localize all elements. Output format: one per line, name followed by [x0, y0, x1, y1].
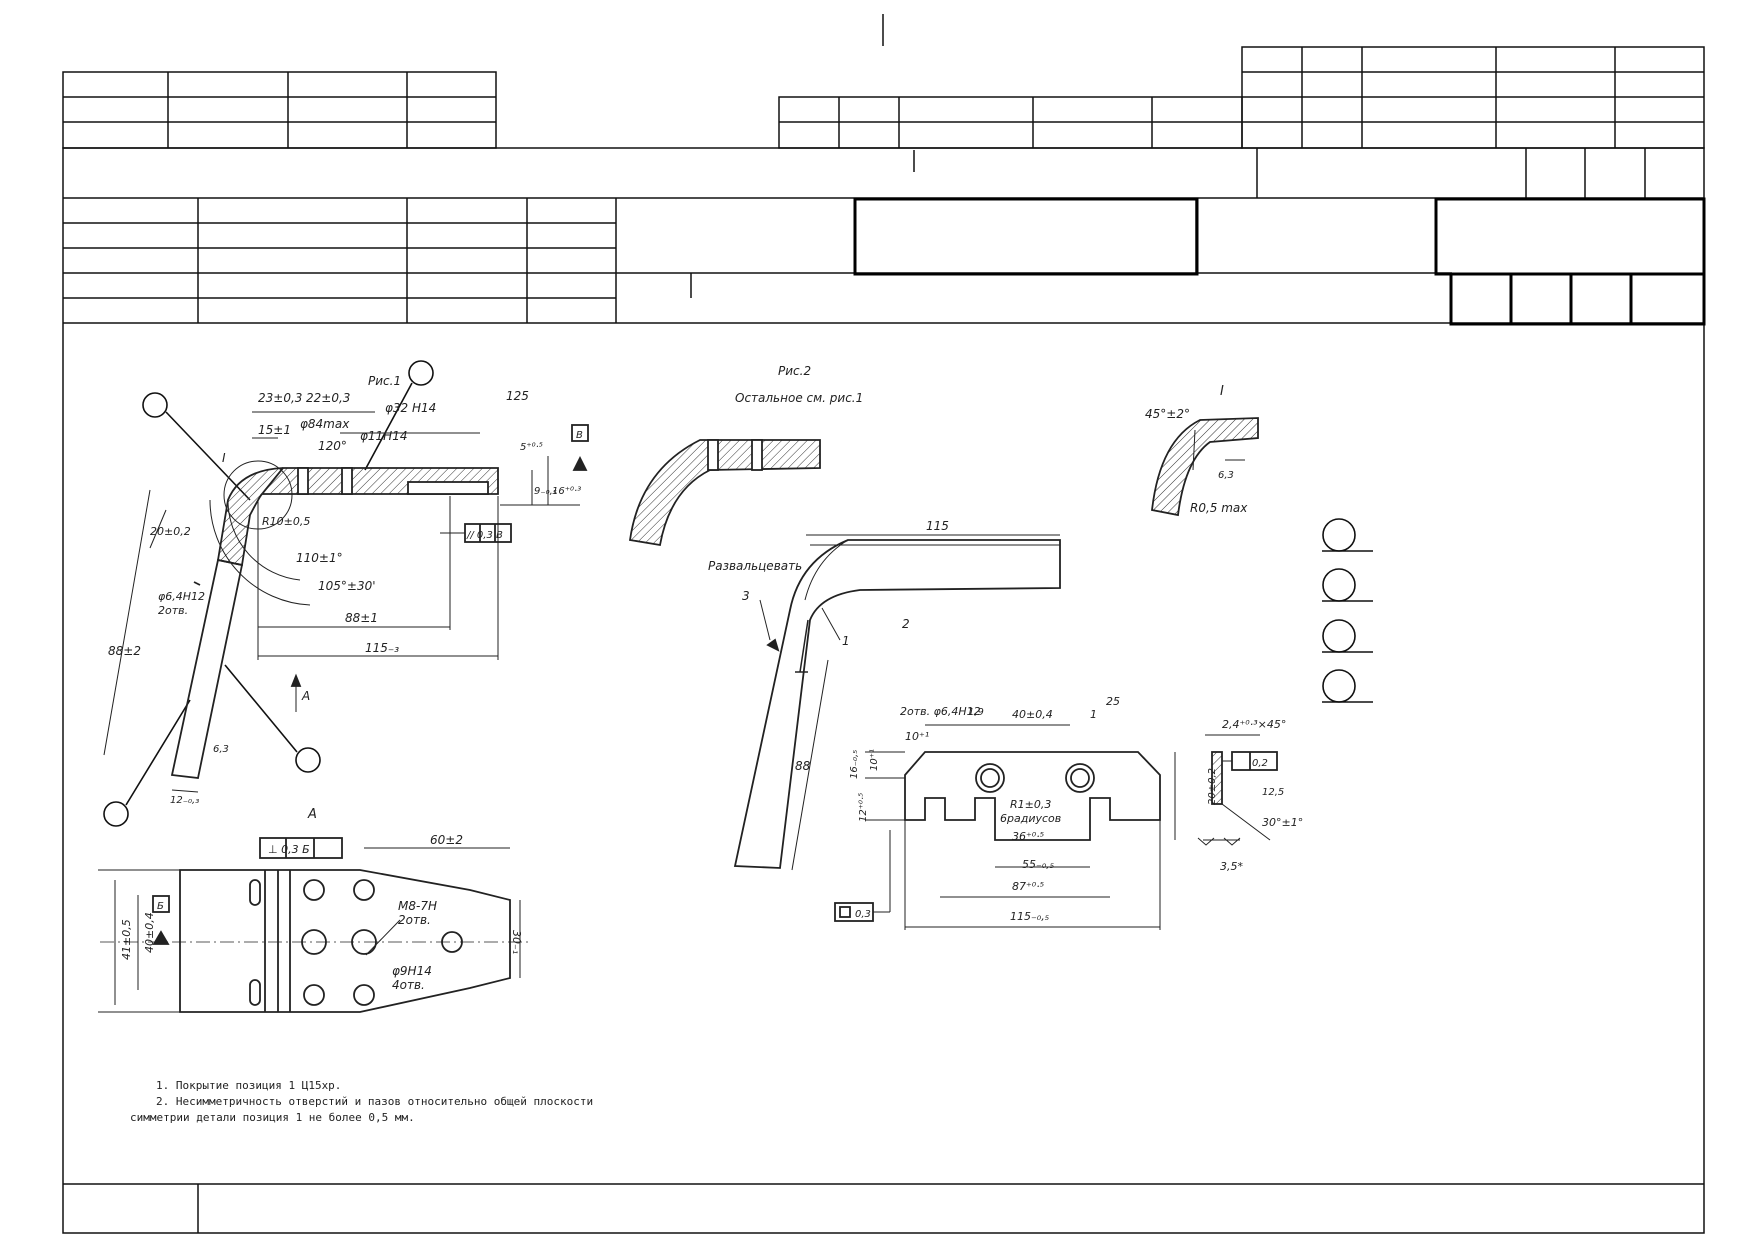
svg-text:6радиусов: 6радиусов: [1000, 812, 1061, 825]
svg-text:φ11H14: φ11H14: [360, 429, 407, 443]
clamp-plate: [834, 724, 1176, 930]
note-3: симметрии детали позиция 1 не более 0,5 …: [130, 1111, 415, 1124]
svg-text:60±2: 60±2: [430, 833, 463, 847]
svg-text:12⁺⁰·⁵: 12⁺⁰·⁵: [858, 793, 869, 822]
svg-text:110±1°: 110±1°: [296, 551, 343, 565]
svg-text:125: 125: [506, 389, 529, 403]
svg-text:R1±0,3: R1±0,3: [1010, 798, 1051, 811]
svg-text:φ6,4H12: φ6,4H12: [158, 590, 205, 603]
fig1-bracket-section: [103, 411, 589, 793]
svg-text:88: 88: [795, 759, 811, 773]
view-a-plate: [98, 837, 530, 1013]
svg-text:2: 2: [902, 617, 910, 631]
svg-text:20±0,2: 20±0,2: [150, 525, 191, 538]
svg-text:Б: Б: [157, 901, 164, 912]
note-1: 1. Покрытие позиция 1 Ц15хр.: [156, 1079, 341, 1092]
svg-text:9₋₀,₅: 9₋₀,₅: [534, 486, 557, 497]
svg-text:2отв.: 2отв.: [158, 604, 188, 617]
svg-text:1: 1: [842, 634, 850, 648]
svg-text:88±2: 88±2: [108, 644, 141, 658]
svg-text:φ9Н14: φ9Н14: [392, 964, 432, 978]
svg-text:12,5: 12,5: [1262, 787, 1284, 798]
svg-text:25: 25: [1106, 695, 1120, 708]
detail-i-labels: I 45°±2° R0,5 max 6,3: [1145, 384, 1248, 515]
svg-text:φ84max: φ84max: [300, 417, 350, 431]
technical-notes: 1. Покрытие позиция 1 Ц15хр. 2. Несиммет…: [130, 1079, 593, 1124]
svg-text:0,2: 0,2: [1252, 758, 1268, 769]
fig2-profile: [628, 439, 821, 547]
fig2-title: Рис.2: [778, 364, 811, 378]
svg-text:В: В: [576, 430, 583, 441]
svg-text:16⁺⁰·³: 16⁺⁰·³: [552, 486, 581, 497]
fig1-title: Рис.1: [368, 374, 401, 388]
svg-text:87⁺⁰·⁵: 87⁺⁰·⁵: [1012, 880, 1044, 893]
svg-text:16₋₀,₅: 16₋₀,₅: [849, 750, 860, 779]
assembly-view: [733, 534, 1061, 871]
svg-text:R0,5 max: R0,5 max: [1190, 501, 1248, 515]
svg-text:А: А: [301, 689, 310, 703]
svg-text:2,4⁺⁰·³×45°: 2,4⁺⁰·³×45°: [1222, 718, 1286, 731]
svg-text:55₋₀,₅: 55₋₀,₅: [1022, 858, 1054, 871]
svg-text:6,3: 6,3: [1218, 470, 1234, 481]
svg-text:φ32 H14: φ32 H14: [385, 401, 436, 415]
section-labels: 2,4⁺⁰·³×45° 0,2 12,5 30°±1° 3,5*: [1220, 718, 1303, 873]
svg-text:А: А: [307, 807, 317, 822]
svg-text:I: I: [1220, 384, 1224, 399]
svg-text:3,5*: 3,5*: [1220, 860, 1243, 873]
svg-text:115₋₀,₅: 115₋₀,₅: [1010, 910, 1049, 923]
svg-text:45°±2°: 45°±2°: [1145, 407, 1190, 421]
svg-text:5⁺⁰·⁵: 5⁺⁰·⁵: [520, 442, 543, 453]
svg-text:40±0,4: 40±0,4: [1012, 708, 1053, 721]
svg-text:41±0,5: 41±0,5: [120, 919, 133, 960]
svg-text:0,3: 0,3: [855, 909, 871, 920]
svg-text:10⁺¹: 10⁺¹: [905, 730, 929, 743]
svg-text:23±0,3: 23±0,3: [258, 391, 302, 405]
svg-text:М8-7Н: М8-7Н: [398, 899, 437, 913]
svg-text:105°±30': 105°±30': [318, 579, 376, 593]
svg-text:30°±1°: 30°±1°: [1262, 816, 1303, 829]
svg-text:115₋₃: 115₋₃: [365, 641, 399, 655]
svg-text:1: 1: [1090, 708, 1097, 721]
assembly-labels: 115 Развальцевать 1 2 3 88: [708, 519, 949, 773]
fig2-labels: Рис.2 Остальное см. рис.1: [735, 364, 863, 405]
svg-text:⊥ 0,3 Б: ⊥ 0,3 Б: [268, 843, 310, 856]
svg-text:// 0,3 В: // 0,3 В: [466, 530, 503, 541]
svg-text:120°: 120°: [318, 439, 347, 453]
svg-text:115: 115: [926, 519, 949, 533]
svg-text:1,9: 1,9: [968, 707, 984, 718]
svg-text:2отв.: 2отв.: [398, 913, 431, 927]
svg-text:22±0,3: 22±0,3: [306, 391, 350, 405]
svg-text:2отв. φ6,4Н12: 2отв. φ6,4Н12: [900, 705, 981, 718]
svg-text:I: I: [222, 451, 226, 465]
svg-text:10⁺¹: 10⁺¹: [869, 749, 880, 771]
svg-text:36⁺⁰·⁵: 36⁺⁰·⁵: [1012, 830, 1044, 843]
svg-text:12₋₀,₃: 12₋₀,₃: [170, 795, 199, 806]
detail-i: [1151, 417, 1259, 517]
fig1-labels: Рис.1 23±0,3 22±0,3 φ32 H14 φ84max φ11H1…: [108, 374, 583, 806]
svg-text:40±0,4: 40±0,4: [143, 912, 156, 953]
note-2: 2. Несимметричность отверстий и пазов от…: [156, 1095, 593, 1108]
svg-text:3: 3: [742, 589, 750, 603]
svg-text:6,3: 6,3: [213, 744, 229, 755]
revision-marks: [1322, 518, 1373, 703]
svg-text:30₋₁: 30₋₁: [510, 930, 523, 954]
svg-text:15±1: 15±1: [258, 423, 291, 437]
svg-text:4отв.: 4отв.: [392, 978, 425, 992]
title-block-grid: [62, 14, 1705, 1234]
section-view: [1197, 734, 1278, 846]
svg-text:Остальное см. рис.1: Остальное см. рис.1: [735, 391, 863, 405]
view-a-labels: А ⊥ 0,3 Б 60±2 М8-7Н 2отв. φ9Н14 4отв. 4…: [120, 807, 523, 992]
position-balloons: [103, 360, 434, 827]
svg-text:88±1: 88±1: [345, 611, 378, 625]
svg-text:Развальцевать: Развальцевать: [708, 559, 802, 573]
svg-text:R10±0,5: R10±0,5: [262, 515, 310, 528]
title-block-bold-cells: [853, 197, 1706, 326]
